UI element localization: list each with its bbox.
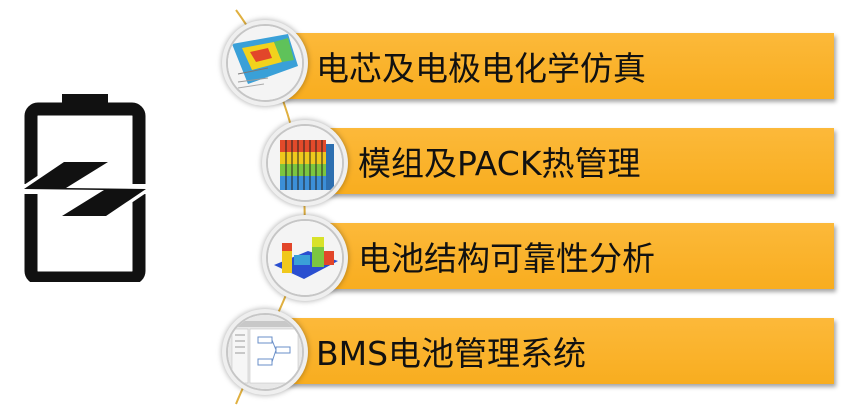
item-label: BMS电池管理系统 <box>316 334 587 373</box>
item-bar-bms: BMS电池管理系统 <box>256 318 834 384</box>
structural-analysis-thumbnail <box>266 219 344 297</box>
item-label: 电芯及电极电化学仿真 <box>316 49 646 88</box>
item-label: 模组及PACK热管理 <box>358 144 641 183</box>
item-bar-structural-reliability: 电池结构可靠性分析 <box>300 223 834 289</box>
module-thermal-thumbnail <box>266 124 344 202</box>
electrode-contour-thumbnail <box>226 24 304 102</box>
battery-charging-icon <box>18 94 152 282</box>
bms-software-thumbnail <box>226 313 304 391</box>
item-bar-pack-thermal: 模组及PACK热管理 <box>300 128 834 194</box>
item-label: 电池结构可靠性分析 <box>358 239 655 278</box>
item-bar-electrochemical-simulation: 电芯及电极电化学仿真 <box>256 33 834 99</box>
